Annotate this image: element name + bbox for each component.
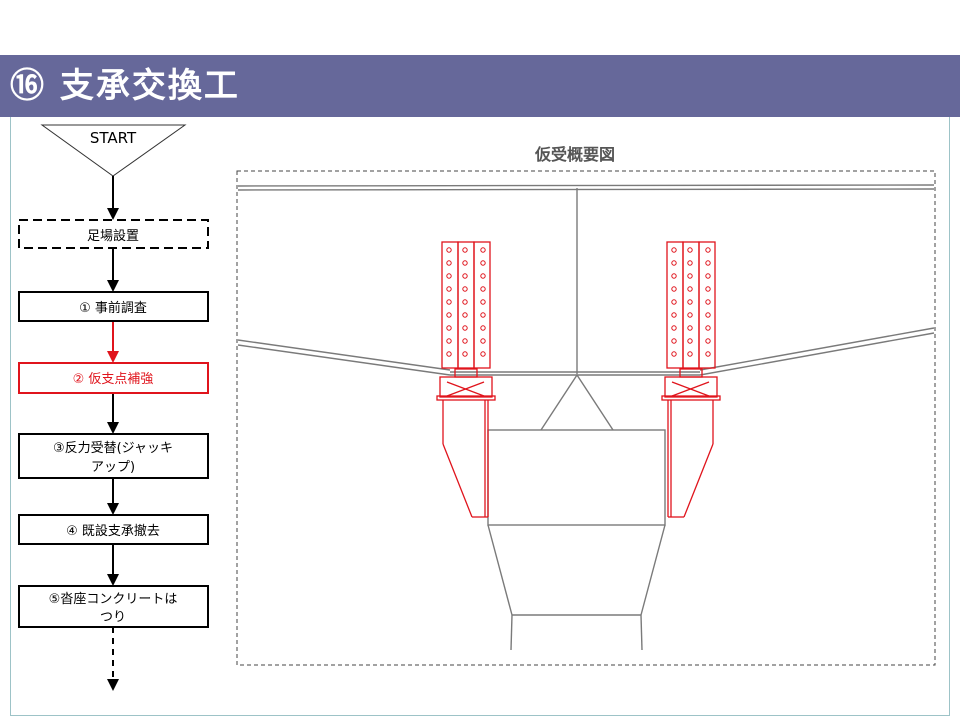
- bolt-hole: [446, 325, 452, 331]
- bolt-hole: [462, 286, 468, 292]
- step-survey-box: [18, 291, 209, 322]
- bolt-hole: [671, 312, 677, 318]
- step-jackup-line1: ③反力受替(ジャッキ: [53, 441, 173, 456]
- bolt-hole: [480, 273, 486, 279]
- bolt-hole: [705, 286, 711, 292]
- bolt-hole: [480, 260, 486, 266]
- bolt-hole: [462, 325, 468, 331]
- step-chipping-line2: つり: [100, 610, 126, 625]
- step-chipping-box: [18, 585, 209, 628]
- temporary-support-right: [661, 241, 721, 518]
- bolt-hole: [687, 286, 693, 292]
- step-chipping-line1: ⑤沓座コンクリートは: [49, 592, 178, 607]
- bolt-hole: [480, 312, 486, 318]
- bolt-hole: [446, 273, 452, 279]
- bolt-hole: [705, 260, 711, 266]
- bolt-hole: [705, 338, 711, 344]
- bolt-hole: [480, 299, 486, 305]
- bolt-hole: [705, 325, 711, 331]
- girder: [237, 184, 935, 651]
- bolt-hole: [462, 312, 468, 318]
- step-jackup-line2: アップ): [91, 460, 135, 475]
- bolt-hole: [462, 247, 468, 253]
- bolt-hole: [446, 260, 452, 266]
- bolt-hole: [671, 299, 677, 305]
- flow-arrows: [107, 176, 119, 691]
- bolt-hole: [446, 351, 452, 357]
- bolt-hole: [705, 247, 711, 253]
- step-reinforce-label: ② 仮支点補強: [73, 372, 154, 387]
- bolt-hole: [480, 286, 486, 292]
- bolt-hole: [705, 299, 711, 305]
- bolt-hole: [671, 325, 677, 331]
- bolt-hole: [705, 273, 711, 279]
- bolt-hole: [687, 260, 693, 266]
- bolt-hole: [687, 312, 693, 318]
- diagram-title: 仮受概要図: [534, 145, 615, 164]
- title-bar: ⑯ 支承交換工: [0, 55, 960, 117]
- bolt-hole: [671, 286, 677, 292]
- bolt-hole: [687, 325, 693, 331]
- bolt-hole: [462, 338, 468, 344]
- bolt-hole: [705, 351, 711, 357]
- step-scaffold-box: [18, 219, 209, 249]
- bolt-hole: [462, 260, 468, 266]
- bolt-hole: [687, 273, 693, 279]
- bolt-hole: [446, 286, 452, 292]
- temporary-support-left: [436, 241, 496, 518]
- step-reinforce-box: [18, 362, 209, 394]
- bolt-hole: [462, 273, 468, 279]
- diagram-frame: [236, 170, 936, 666]
- bolt-hole: [687, 299, 693, 305]
- flowchart: START 足場設置 ① 事前調査 ② 仮支点補強 ③反力受替(ジャッキ: [18, 124, 209, 691]
- step-remove-box: [18, 514, 209, 545]
- start-label: START: [90, 129, 137, 147]
- bolt-hole: [671, 260, 677, 266]
- page-title: ⑯ 支承交換工: [10, 66, 240, 106]
- bolt-hole: [480, 325, 486, 331]
- bolt-hole: [446, 338, 452, 344]
- bolt-hole: [687, 247, 693, 253]
- content-frame: [10, 117, 950, 716]
- bolt-hole: [671, 351, 677, 357]
- bolt-hole: [687, 351, 693, 357]
- step-survey-label: ① 事前調査: [79, 300, 147, 316]
- bolt-hole: [462, 299, 468, 305]
- bolt-hole: [671, 338, 677, 344]
- step-jackup-box: [18, 433, 209, 479]
- bolt-holes: [446, 247, 711, 357]
- bolt-hole: [687, 338, 693, 344]
- bolt-hole: [462, 351, 468, 357]
- bolt-hole: [480, 247, 486, 253]
- bolt-hole: [480, 338, 486, 344]
- bolt-hole: [671, 247, 677, 253]
- bolt-hole: [446, 247, 452, 253]
- start-shape: [40, 124, 187, 177]
- support-diagram: 仮受概要図: [236, 145, 936, 666]
- bolt-hole: [671, 273, 677, 279]
- bolt-hole: [446, 299, 452, 305]
- bolt-hole: [705, 312, 711, 318]
- step-scaffold-label: 足場設置: [87, 228, 139, 244]
- step-remove-label: ④ 既設支承撤去: [66, 523, 160, 539]
- bolt-hole: [446, 312, 452, 318]
- bolt-hole: [480, 351, 486, 357]
